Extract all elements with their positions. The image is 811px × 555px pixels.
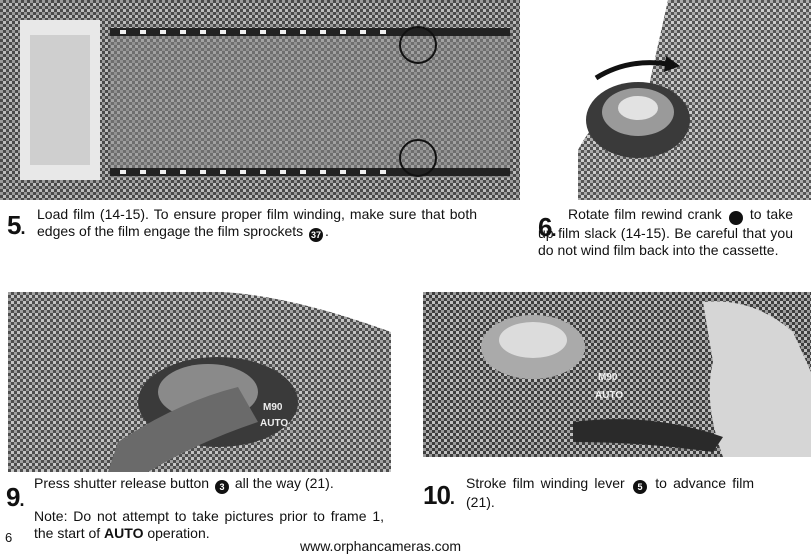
footer-url[interactable]: www.orphancameras.com bbox=[300, 538, 462, 554]
step-10-number: 10. bbox=[423, 480, 455, 510]
step-5-instruction: Load film (14-15). To ensure proper film… bbox=[37, 206, 477, 239]
photo-rewind-crank bbox=[578, 0, 811, 200]
step-10-instruction-start: Stroke film winding lever bbox=[466, 475, 625, 491]
step-5-text: Load film (14-15). To ensure proper film… bbox=[37, 206, 477, 242]
step-9-text: Press shutter release button 3 all the w… bbox=[34, 475, 384, 494]
crank-ref-badge: 24 bbox=[728, 211, 769, 225]
sprocket-ref-badge: 37 bbox=[309, 228, 324, 242]
photo-film-loading bbox=[0, 0, 520, 200]
step-6-text: Rotate film rewind crank 24 to take up f… bbox=[538, 206, 793, 259]
step-6-instruction-start: Rotate film rewind crank bbox=[568, 206, 722, 222]
shutter-ref-badge: 3 bbox=[215, 480, 229, 494]
step-10-text: Stroke film winding lever 5 to advance f… bbox=[466, 475, 754, 511]
step-number-text: 9 bbox=[6, 482, 21, 512]
dial-auto-label: AUTO bbox=[260, 418, 288, 429]
step-6-number: 6. bbox=[538, 212, 556, 242]
step-number-text: 5 bbox=[7, 210, 22, 240]
photo-shutter-release: M90 AUTO bbox=[8, 292, 391, 472]
step-number-text: 6 bbox=[538, 212, 553, 242]
step-6-instruction-end: to take up film slack (14-15). Be carefu… bbox=[538, 206, 794, 258]
dial-mode-label-2: M90 bbox=[598, 372, 618, 383]
note-auto-word: AUTO bbox=[104, 525, 144, 541]
step-5-period: . bbox=[325, 223, 329, 239]
page-number: 6 bbox=[5, 530, 13, 545]
step-10-instruction-end: to advance film (21). bbox=[466, 475, 755, 510]
note-end: operation. bbox=[147, 525, 210, 541]
dial-mode-label: M90 bbox=[263, 402, 283, 413]
step-9-number: 9. bbox=[6, 482, 24, 512]
step-number-text: 10 bbox=[423, 480, 451, 510]
dial-auto-label-2: AUTO bbox=[595, 390, 623, 401]
step-9-note: Note: Do not attempt to take pictures pr… bbox=[34, 508, 384, 542]
note-text: Note: Do not attempt to take pictures pr… bbox=[34, 508, 384, 541]
photo-winding-lever: M90 AUTO bbox=[423, 292, 811, 457]
step-9-instruction-end: all the way (21). bbox=[234, 475, 334, 491]
step-5-number: 5. bbox=[7, 210, 25, 240]
lever-ref-badge: 5 bbox=[632, 480, 647, 494]
step-9-instruction-start: Press shutter release button bbox=[34, 475, 210, 491]
